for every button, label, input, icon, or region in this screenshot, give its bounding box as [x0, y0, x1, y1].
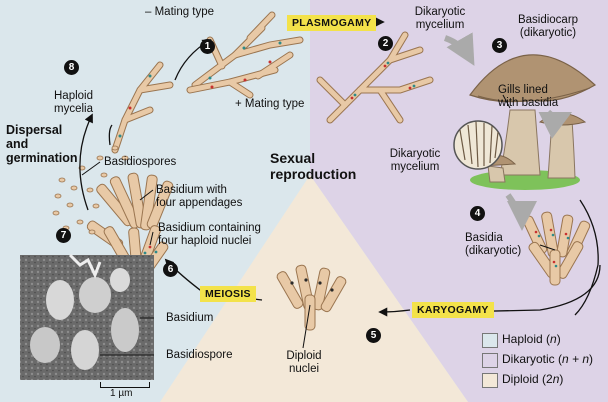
- sexual-line1: Sexual: [270, 150, 316, 166]
- step-number-3: 3: [492, 38, 507, 53]
- basidium-haploid-nuclei-line2: four haploid nuclei: [158, 235, 252, 247]
- step-number-7: 7: [56, 228, 71, 243]
- dikaryotic-mycelium-mid-line2: mycelium: [390, 161, 440, 173]
- sem-micrograph: [20, 253, 154, 380]
- dikaryotic-mycelium-mid-label: Dikaryotic mycelium: [375, 148, 455, 174]
- basidia-nuclei: [534, 228, 570, 268]
- basidiospore-label: Basidiospore: [166, 349, 233, 361]
- basidia-cluster-dikaryotic: [522, 211, 591, 286]
- minus-mating-type-label: – Mating type: [145, 6, 215, 18]
- gills-magnifier: [453, 120, 503, 170]
- haploid-nuclei-teal: [208, 41, 282, 80]
- step-number-4: 4: [470, 206, 485, 221]
- basidium-four-appendages-line2: four appendages: [156, 197, 243, 209]
- diploid-nuclei-line1: Diploid: [286, 350, 322, 362]
- legend-label-dikaryotic: Dikaryotic (n + n): [502, 352, 594, 366]
- dikaryotic-mycelium-nuclei: [350, 61, 416, 100]
- plasmogamy-label: PLASMOGAMY: [287, 15, 377, 31]
- gills-line2: with basidia: [498, 97, 559, 109]
- meiosis-label: MEIOSIS: [200, 286, 256, 302]
- basidia-line2: (dikaryotic): [465, 245, 522, 257]
- basidium-haploid-nuclei-label: Basidium containing four haploid nuclei: [158, 222, 261, 248]
- haploid-mycelia-line2: mycelia: [54, 103, 93, 115]
- legend-swatch-diploid: [482, 373, 498, 388]
- grey-arrows: [443, 32, 573, 231]
- sexual-line2: reproduction: [270, 166, 357, 182]
- basidium-four-appendages-label: Basidium with four appendages: [156, 184, 242, 210]
- basidia-fan-left: [86, 172, 174, 274]
- legend-label-diploid: Diploid (2n): [502, 372, 564, 386]
- basidiospores-scatter: [52, 145, 129, 235]
- basidia-line1: Basidia: [465, 232, 503, 244]
- plus-mating-type-label: + Mating type: [235, 98, 305, 110]
- diploid-nuclei-label: Diploid nuclei: [274, 350, 334, 376]
- karyogamy-label: KARYOGAMY: [412, 302, 494, 318]
- dikaryotic-mycelium-mid-line1: Dikaryotic: [389, 148, 441, 160]
- scale-label: 1 µm: [110, 388, 133, 399]
- basidiocarp-label: Basidiocarp (dikaryotic): [508, 14, 588, 40]
- step-number-2: 2: [378, 36, 393, 51]
- step-number-5: 5: [366, 328, 381, 343]
- step-number-1: 1: [200, 39, 215, 54]
- haploid-nuclei-red: [210, 60, 272, 89]
- basidiocarp-mushroom: [469, 54, 597, 190]
- basidium-four-appendages-line1: Basidium with: [156, 184, 227, 196]
- basidiocarp-line2: (dikaryotic): [519, 27, 577, 39]
- legend-swatch-dikaryotic: [482, 353, 498, 368]
- plus-mating-hyphae-fill: [187, 52, 293, 98]
- basidiocarp-line1: Basidiocarp: [517, 14, 579, 26]
- leader-lines: [81, 94, 556, 356]
- haploid-mycelia-label: Haploid mycelia: [54, 90, 93, 116]
- step-number-8: 8: [64, 60, 79, 75]
- dikaryotic-mycelium-top-line1: Dikaryotic: [414, 6, 466, 18]
- gills-label: Gills lined with basidia: [498, 84, 558, 110]
- dispersal-line2: and: [6, 137, 29, 151]
- dispersal-line3: germination: [6, 151, 78, 165]
- legend-label-haploid: Haploid (n): [502, 332, 561, 346]
- diploid-nuclei-line2: nuclei: [288, 363, 320, 375]
- legend-swatch-haploid: [482, 333, 498, 348]
- haploid-mycelia-line1: Haploid: [54, 90, 93, 102]
- basidium-haploid-nuclei-line1: Basidium containing: [158, 222, 261, 234]
- diploid-nuclei: [290, 278, 334, 292]
- basidium-label: Basidium: [166, 312, 214, 324]
- basidiospores-label: Basidiospores: [104, 156, 177, 168]
- dikaryotic-mycelium-top-label: Dikaryotic mycelium: [400, 6, 480, 32]
- step-number-6: 6: [163, 262, 178, 277]
- basidia-dikaryotic-label: Basidia (dikaryotic): [465, 232, 521, 258]
- minus-mating-hyphae-fill: [192, 12, 303, 88]
- sexual-reproduction-label: Sexual reproduction: [270, 150, 356, 182]
- haploid-mycelia-left-nuclei: [118, 74, 152, 138]
- scale-bar: [100, 382, 150, 388]
- dikaryotic-mycelium-top-line2: mycelium: [415, 19, 465, 31]
- dikaryotic-mycelium-top-fill: [317, 32, 433, 123]
- dispersal-germination-label: Dispersal and germination: [6, 123, 78, 165]
- diploid-region: [160, 175, 468, 402]
- dispersal-line1: Dispersal: [6, 123, 63, 137]
- basidia-cluster-diploid: [276, 264, 347, 331]
- gills-line1: Gills lined: [498, 84, 548, 96]
